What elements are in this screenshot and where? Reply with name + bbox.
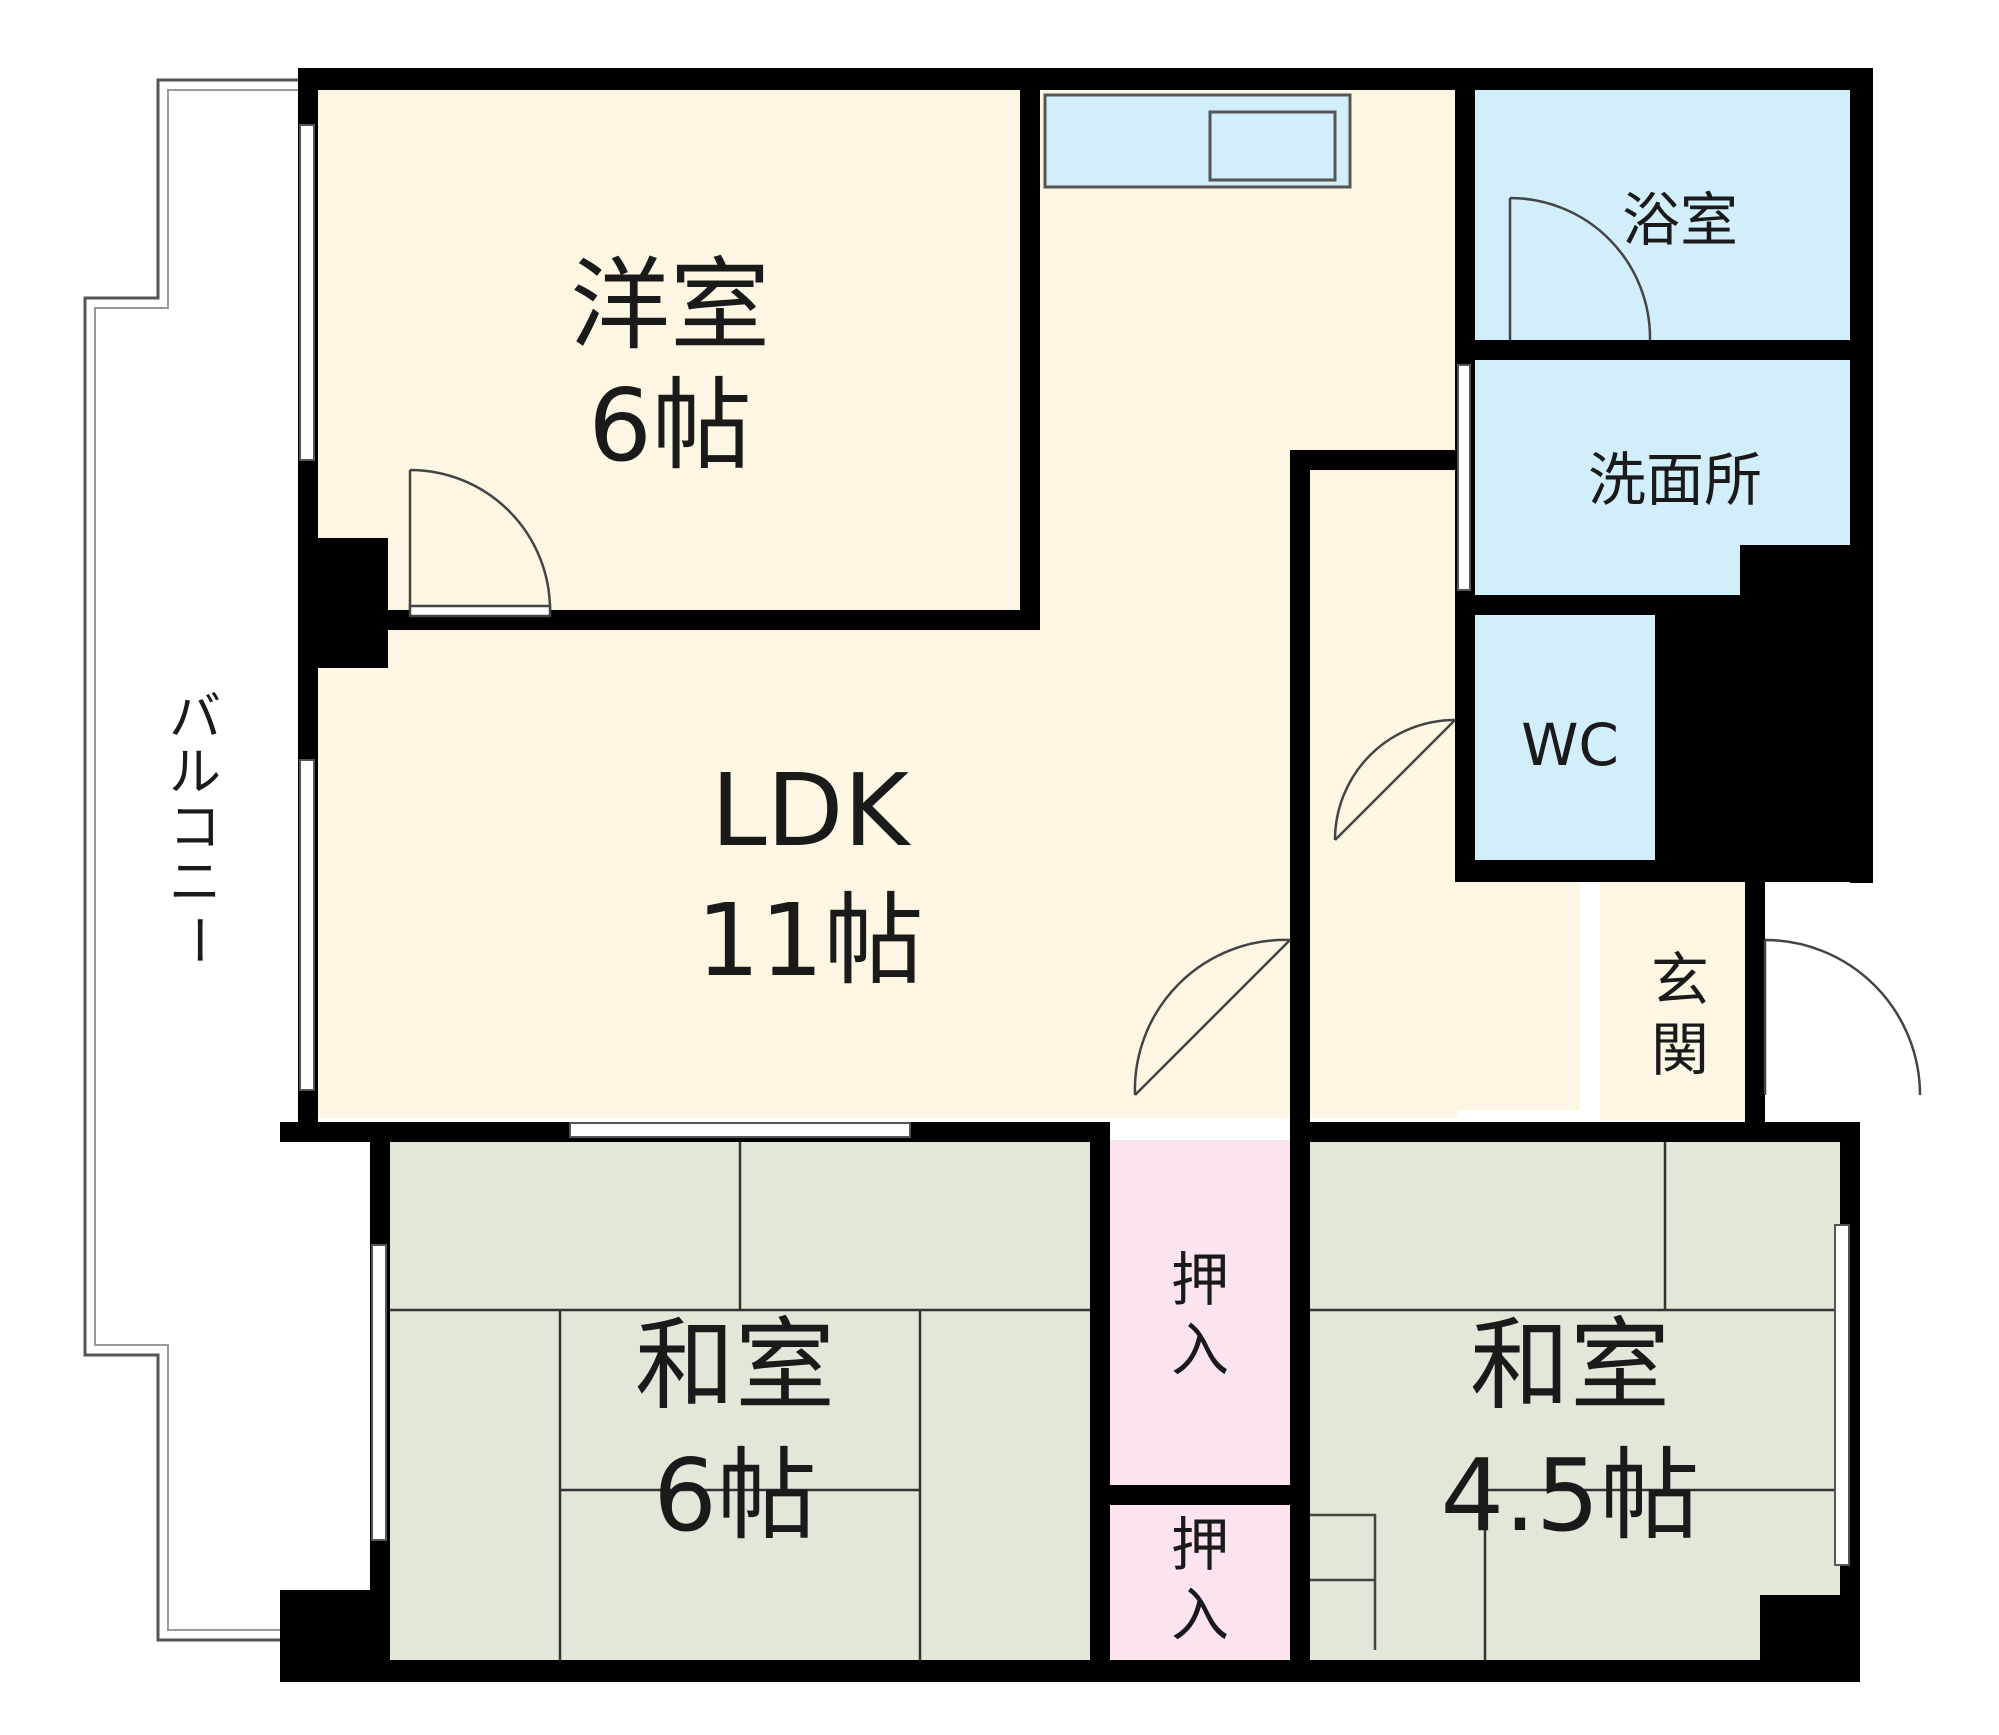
balcony-char-4: ニ <box>169 853 221 913</box>
balcony-char-2: ル <box>169 743 221 803</box>
room-name-japanese-a: 和室 <box>635 1307 835 1424</box>
tatami-lines <box>390 1140 1840 1660</box>
entrance-char-2: 関 <box>1651 1016 1709 1084</box>
floor-closet-a <box>1110 1140 1290 1485</box>
closet-a-char-1: 押 <box>1171 1246 1229 1314</box>
floor-closet-b <box>1110 1505 1290 1660</box>
floor-entrance <box>1600 880 1760 1120</box>
kitchen-sink-icon <box>1208 110 1337 182</box>
floor-ldk <box>318 88 1458 1118</box>
room-name-ldk: LDK <box>711 752 912 869</box>
closet-b-char-2: 入 <box>1171 1581 1229 1649</box>
room-size-japanese-b: 4.5帖 <box>1440 1437 1699 1554</box>
floor-japanese-b <box>1310 1140 1840 1660</box>
entrance-char-1: 玄 <box>1651 946 1709 1014</box>
floor-kitchen-counter <box>1043 93 1352 189</box>
door-swings <box>408 196 1922 1650</box>
balcony-char-3: コ <box>169 798 221 858</box>
room-name-bath: 浴室 <box>1622 186 1738 254</box>
room-name-japanese-b: 和室 <box>1470 1307 1670 1424</box>
balcony-char-1: バ <box>169 688 221 748</box>
room-size-japanese-a: 6帖 <box>653 1437 817 1554</box>
balcony-char-5: ー <box>167 914 227 966</box>
walls <box>280 68 1873 1682</box>
floor-bath <box>1475 90 1850 340</box>
balcony-outline <box>83 78 308 1642</box>
closet-b-char-1: 押 <box>1171 1511 1229 1579</box>
floor-wc <box>1475 615 1655 860</box>
balcony-outline-inner <box>94 89 308 1631</box>
room-size-western: 6帖 <box>588 367 752 484</box>
room-size-ldk: 11帖 <box>696 882 923 999</box>
room-name-wc: WC <box>1521 711 1619 779</box>
room-name-western: 洋室 <box>570 247 770 364</box>
windows <box>299 124 1850 1566</box>
room-name-washroom: 洗面所 <box>1588 446 1762 514</box>
closet-a-char-2: 入 <box>1171 1316 1229 1384</box>
